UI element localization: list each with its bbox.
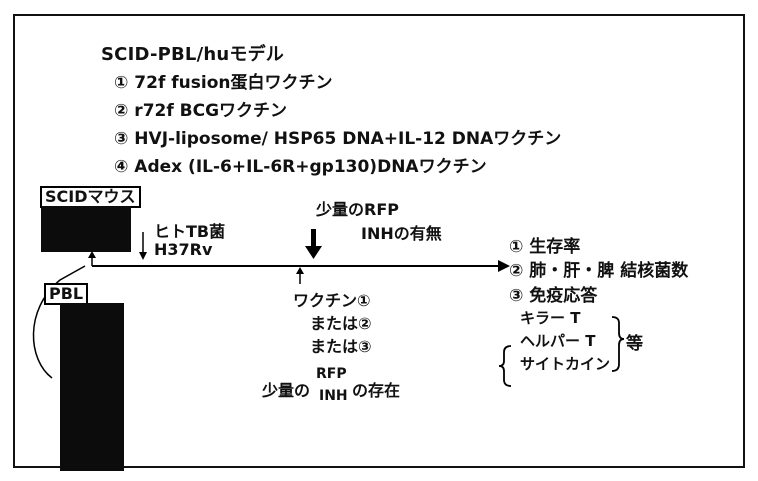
model-title: SCID-PBL/huモデル [101,44,285,65]
result-etc: 等 [626,334,643,354]
mouse-image [41,206,131,252]
vaccine-admin-1: ワクチン① [293,291,371,310]
mouse-arrow-head [88,251,96,258]
outer-border [13,14,745,468]
presence-inh: INH [319,388,348,404]
pbl-image [60,303,124,471]
presence-rfp: RFP [316,366,347,382]
infection-label-2: H37Rv [154,240,213,259]
infection-label-1: ヒトTB菌 [154,222,226,241]
treatment-arrow-head [305,246,322,259]
result-item-1: ① 生存率 [509,237,581,257]
result-sub-2: ヘルパー T [520,332,596,350]
presence-prefix: 少量の [262,381,311,400]
result-item-2: ② 肺・肝・脾 結核菌数 [509,261,689,281]
pbl-label: PBL [44,283,89,305]
vaccine-arrow-head [296,267,304,274]
vaccine-item-2: ② r72f BCGワクチン [114,101,288,121]
left-bracket [498,345,512,387]
treatment-arrow-shaft [311,229,316,249]
presence-suffix: の存在 [352,381,401,400]
result-item-3: ③ 免疫応答 [509,286,598,306]
timeline-arrowhead [498,260,510,272]
vaccine-admin-3: または③ [310,337,372,356]
vaccine-item-1: ① 72f fusion蛋白ワクチン [114,73,333,93]
vaccine-admin-2: または② [310,314,372,333]
treatment-label-1: 少量のRFP [316,200,399,219]
result-sub-1: キラー T [520,309,581,327]
treatment-label-2: INHの有無 [361,224,442,243]
vaccine-item-4: ④ Adex (IL-6+IL-6R+gp130)DNAワクチン [114,157,487,177]
scid-mouse-label: SCIDマウス [40,186,141,208]
vaccine-item-3: ③ HVJ-liposome/ HSP65 DNA+IL-12 DNAワクチン [114,129,562,149]
result-sub-3: サイトカイン [520,355,611,373]
right-bracket [611,316,625,372]
infection-arrow-head [139,252,147,260]
